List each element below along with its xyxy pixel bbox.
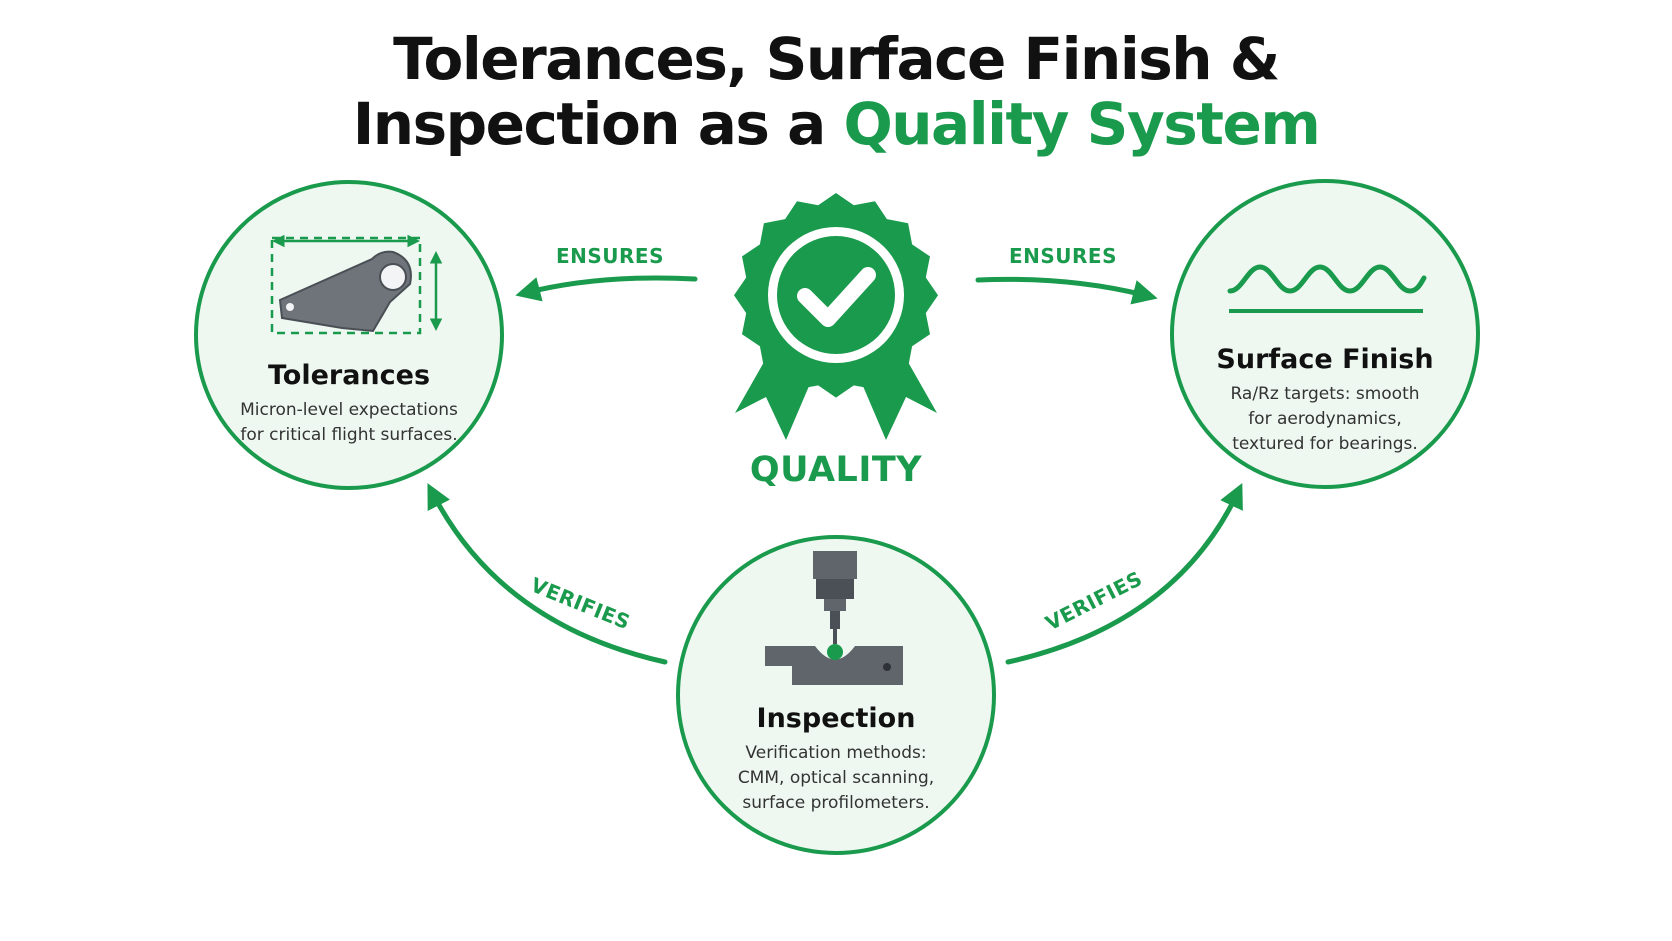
surface-finish-desc-line-2: for aerodynamics, xyxy=(1248,409,1402,430)
inspection-title: Inspection xyxy=(756,703,916,734)
title-line-2: Inspection as a Quality System xyxy=(0,95,1672,153)
surface-finish-text: Surface Finish Ra/Rz targets: smooth for… xyxy=(1190,344,1460,457)
surface-profile-wave-icon xyxy=(1227,264,1427,313)
tolerances-desc-line-1: Micron-level expectations xyxy=(240,400,458,421)
tolerances-title: Tolerances xyxy=(267,360,431,391)
surface-finish-desc: Ra/Rz targets: smooth for aerodynamics, … xyxy=(1190,382,1460,457)
quality-label: QUALITY xyxy=(749,450,923,490)
verifies-right-label: VERIFIES xyxy=(1042,566,1147,635)
tolerances-desc: Micron-level expectations for critical f… xyxy=(219,398,479,448)
surface-finish-desc-line-1: Ra/Rz targets: smooth xyxy=(1230,384,1420,405)
ensures-right-arrow xyxy=(975,276,1158,305)
verifies-right-arrow xyxy=(1005,482,1243,665)
ensures-right-label: ENSURES xyxy=(1009,244,1117,268)
title-accent: Quality System xyxy=(843,90,1320,158)
award-badge-checkmark-icon xyxy=(734,193,938,440)
bracket-part-dimension-icon xyxy=(270,234,443,335)
inspection-desc-line-3: surface profilometers. xyxy=(742,793,930,814)
ensures-left-arrow xyxy=(515,275,698,302)
surface-finish-title: Surface Finish xyxy=(1216,344,1434,375)
title-line-2-prefix: Inspection as a xyxy=(352,90,844,158)
title-line-1: Tolerances, Surface Finish & xyxy=(393,25,1280,93)
surface-finish-desc-line-3: textured for bearings. xyxy=(1232,434,1418,455)
surface-finish-node-circle xyxy=(1170,179,1480,489)
tolerances-desc-line-2: for critical flight surfaces. xyxy=(240,425,458,446)
inspection-text: Inspection Verification methods: CMM, op… xyxy=(701,703,971,816)
ensures-left-label: ENSURES xyxy=(556,244,664,268)
inspection-desc-line-1: Verification methods: xyxy=(745,743,927,764)
cmm-probe-icon xyxy=(765,551,903,685)
verifies-left-arrow xyxy=(427,483,668,665)
verifies-left-label: VERIFIES xyxy=(527,573,633,635)
inspection-desc-line-2: CMM, optical scanning, xyxy=(737,768,935,789)
inspection-node-circle xyxy=(676,535,996,855)
tolerances-text: Tolerances Micron-level expectations for… xyxy=(219,360,479,448)
inspection-desc: Verification methods: CMM, optical scann… xyxy=(701,741,971,816)
